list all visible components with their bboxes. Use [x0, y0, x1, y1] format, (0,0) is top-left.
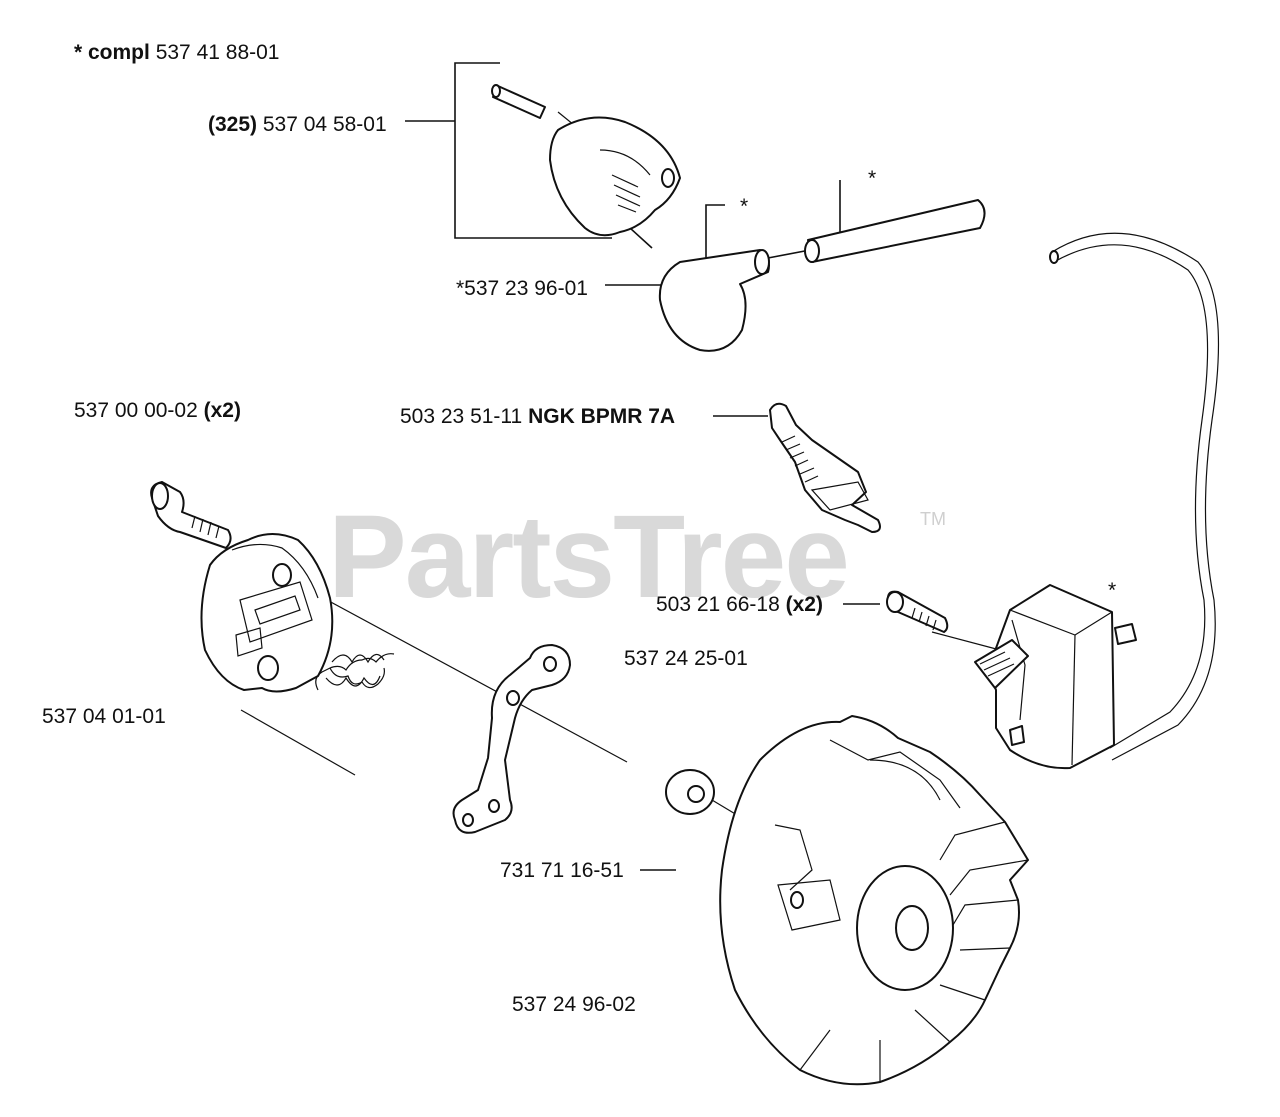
- coil-wire-part: [1049, 232, 1220, 761]
- watermark-trademark: TM: [920, 509, 946, 529]
- spark-plug-part: [769, 402, 881, 533]
- cap-qty: (325): [208, 113, 258, 136]
- washer-part: [665, 769, 715, 815]
- cap-number: 537 04 58-01: [262, 113, 387, 136]
- shoe-bolt-label: 537 00 00-02 (x2): [74, 400, 241, 421]
- compl-number: 537 41 88-01: [155, 41, 280, 64]
- spark-plug-cap-part: [549, 116, 681, 237]
- flywheel-part: [719, 715, 1029, 1086]
- flywheel-label: 537 24 96-02: [512, 993, 636, 1016]
- clutch-spring-part: [315, 653, 395, 691]
- shoe-bolt-qty: (x2): [203, 399, 241, 422]
- ignition-boot-part: [658, 249, 770, 352]
- clutch-shoe-bolt-part: [150, 481, 232, 549]
- coil-screw-number: 503 21 66-18: [656, 593, 780, 616]
- boot-label: *537 23 96-01: [456, 277, 588, 300]
- shoe-label: 537 04 01-01: [42, 705, 166, 728]
- coil-star: *: [1108, 579, 1117, 602]
- compl-prefix: * compl: [74, 41, 150, 64]
- coil-screw-qty: (x2): [785, 593, 823, 616]
- plate-label: 537 24 25-01: [624, 647, 748, 670]
- boot-star: *: [740, 195, 749, 218]
- ht-lead-part: [804, 199, 986, 263]
- coil-screw-label: 503 21 66-18 (x2): [656, 594, 823, 615]
- cap-label: (325) 537 04 58-01: [208, 114, 387, 135]
- watermark: PartsTree: [328, 491, 850, 623]
- shoe-bolt-number: 537 00 00-02: [74, 399, 198, 422]
- washer-label: 731 71 16-51: [500, 859, 624, 882]
- compl-label: * compl 537 41 88-01: [74, 42, 279, 63]
- lead-star: *: [868, 167, 877, 190]
- coil-screw-part: [886, 590, 949, 633]
- clutch-shoe-part: [200, 533, 334, 693]
- spark-plug-label: 503 23 51-11 NGK BPMR 7A: [400, 406, 675, 427]
- cap-pin-part: [491, 84, 546, 119]
- ignition-module-part: [974, 584, 1137, 770]
- link-plate-part: [452, 644, 571, 834]
- spark-plug-name: NGK BPMR 7A: [528, 405, 676, 428]
- spark-plug-number: 503 23 51-11: [400, 405, 523, 428]
